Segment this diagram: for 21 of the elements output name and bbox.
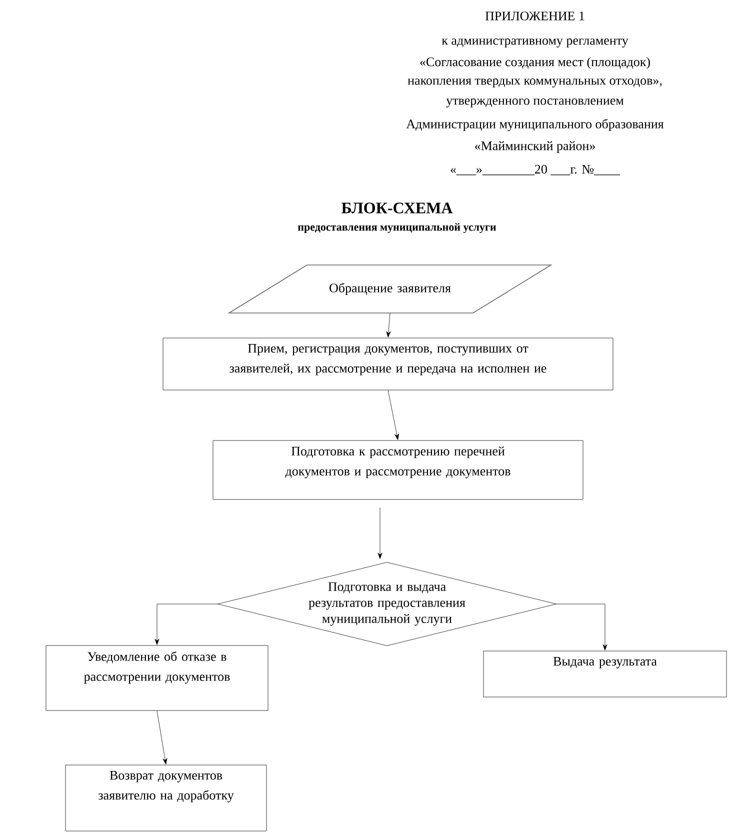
arrow [378,508,382,559]
arrow [386,313,391,338]
arrow [156,710,168,764]
process-box: Уведомление об отказе в рассмотрении документов [46,645,268,711]
arrow [556,604,608,650]
header-text: «___»________20 ___г. №____ [450,164,620,176]
process-box: Выдача результата [483,650,727,698]
title: БЛОК-СХЕМА [342,202,453,214]
arrow [154,604,218,645]
process-box: Прием, регистрация документов, поступивших от заявителей, их рассмотрение и передача на исполнен ие [162,338,614,390]
header-text: «Майминский район» [475,141,595,153]
arrow [388,390,399,440]
header-text: к административному регламенту [442,38,628,48]
header-text: предоставления муниципальной услуги [298,223,496,233]
process-box: Подготовка к рассмотрению перечней документов и рассмотрение документов [212,440,584,500]
header-text: ПРИЛОЖЕНИЕ 1 [485,12,584,20]
header-text: «Согласование создания мест (площадок) [420,57,650,69]
header-text: Администрации муниципального образования [406,118,664,132]
header-text: накопления твердых коммунальных отходов», [408,78,662,88]
process-box: Возврат документов заявителю на доработку [65,764,267,832]
header-text: утвержденного постановлением [446,98,624,108]
